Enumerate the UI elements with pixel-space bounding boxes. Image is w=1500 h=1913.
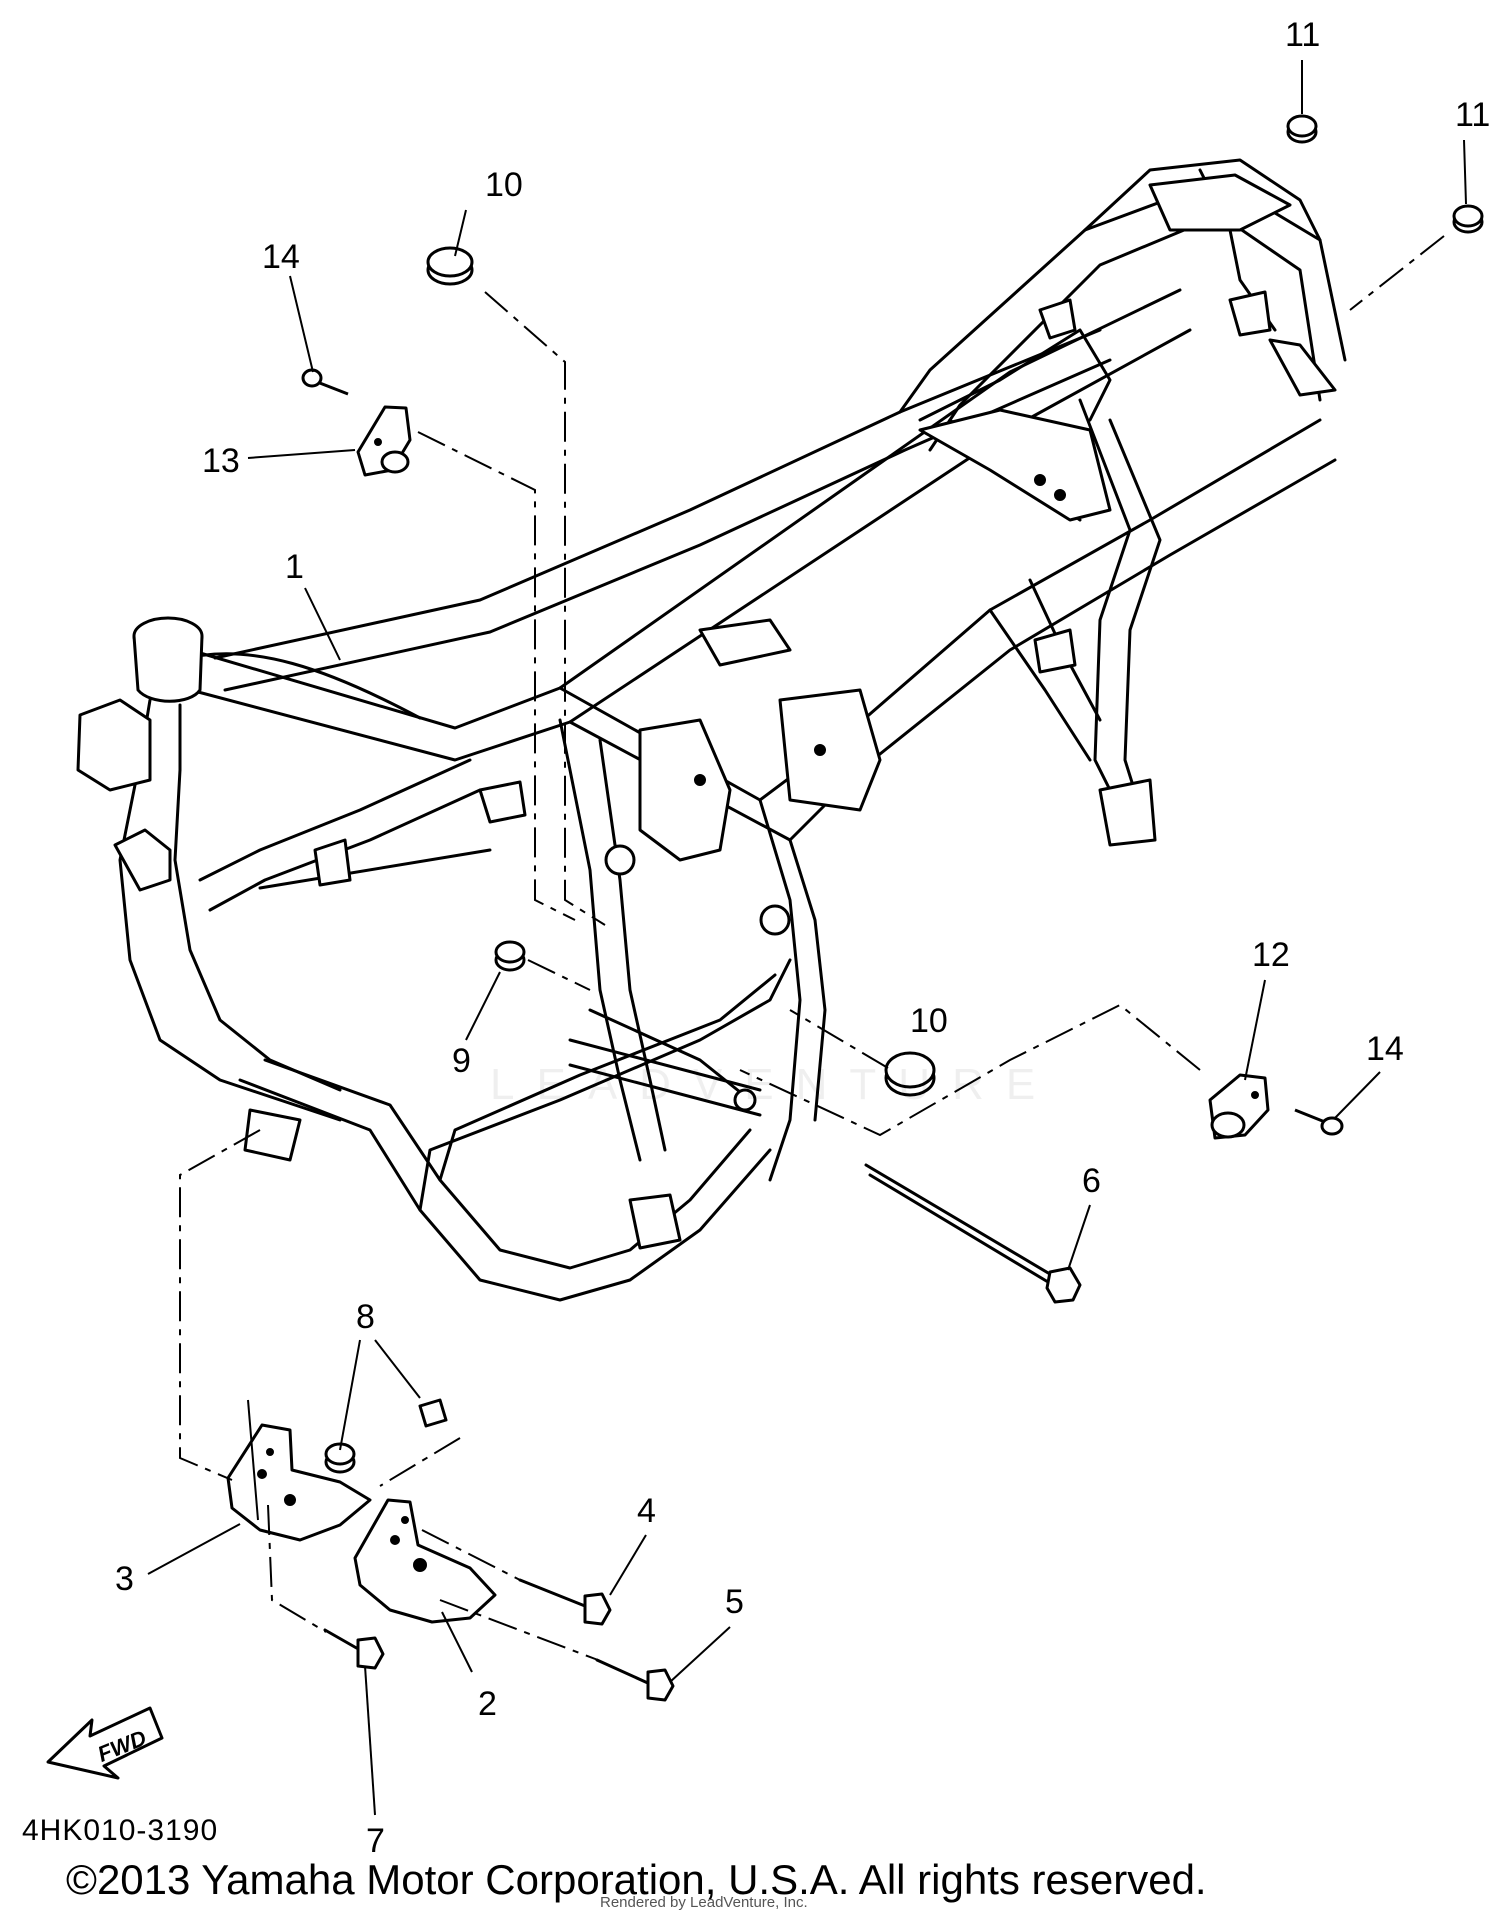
callout-2: 2 [478,1685,497,1723]
callout-1: 1 [285,548,304,586]
main-frame[interactable] [76,158,1347,1302]
callout-6: 6 [1082,1162,1101,1200]
assembly-line-12-6 [739,1003,1201,1137]
part-8-nut-lower[interactable] [324,1442,356,1474]
part-14-bolt-right[interactable] [1294,1108,1344,1136]
part-4-bolt[interactable] [518,1578,612,1626]
part-5-bolt[interactable] [595,1658,675,1702]
assembly-line-10-upper [484,291,606,926]
callout-7: 7 [366,1822,385,1860]
callout-14a: 14 [262,238,300,276]
assembly-line-10-lower [789,1009,889,1069]
renderer-credit: Rendered by LeadVenture, Inc. [600,1894,808,1911]
assembly-line-13 [417,431,576,921]
part-11-cap-left[interactable] [1286,114,1318,144]
part-6-through-bolt[interactable] [864,1163,1082,1304]
assembly-line-3-7 [267,1504,327,1633]
assembly-line-9 [527,959,591,991]
callout-4: 4 [637,1492,656,1530]
callout-10a: 10 [485,166,523,204]
part-8-nut-upper[interactable] [418,1398,448,1428]
assembly-line-11 [1349,235,1445,311]
assembly-line-brackets [179,1129,261,1481]
watermark: LEADVENTURE [490,1060,1058,1109]
callout-13: 13 [202,442,240,480]
callout-14b: 14 [1366,1030,1404,1068]
part-10-upper-cap[interactable] [426,246,474,286]
part-3-engine-bracket[interactable] [226,1423,372,1542]
callout-12: 12 [1252,936,1290,974]
copyright-notice: ©2013 Yamaha Motor Corporation, U.S.A. A… [66,1856,1207,1903]
part-7-bolt[interactable] [323,1628,385,1670]
assembly-line-8 [379,1437,461,1487]
part-12-bracket[interactable] [1208,1073,1270,1140]
callout-10b: 10 [910,1002,948,1040]
assembly-line-2-5 [439,1599,599,1661]
part-14-bolt-upper[interactable] [301,368,349,396]
callout-3: 3 [115,1560,134,1598]
part-10-lower-cap[interactable] [884,1051,936,1097]
part-9-nut[interactable] [494,940,526,972]
callout-11a: 11 [1285,16,1320,54]
part-11-cap-right[interactable] [1452,204,1484,234]
callout-11b: 11 [1455,96,1490,134]
callout-5: 5 [725,1583,744,1621]
part-2-engine-bracket[interactable] [353,1498,497,1624]
fwd-arrow-icon: FWD [46,1706,164,1780]
callout-9: 9 [452,1042,471,1080]
callout-leaders [147,60,1467,1816]
diagram-code: 4HK010-3190 [22,1814,219,1847]
assembly-line-2-4 [421,1529,521,1581]
callout-8: 8 [356,1298,375,1336]
part-13-bracket[interactable] [356,405,412,477]
